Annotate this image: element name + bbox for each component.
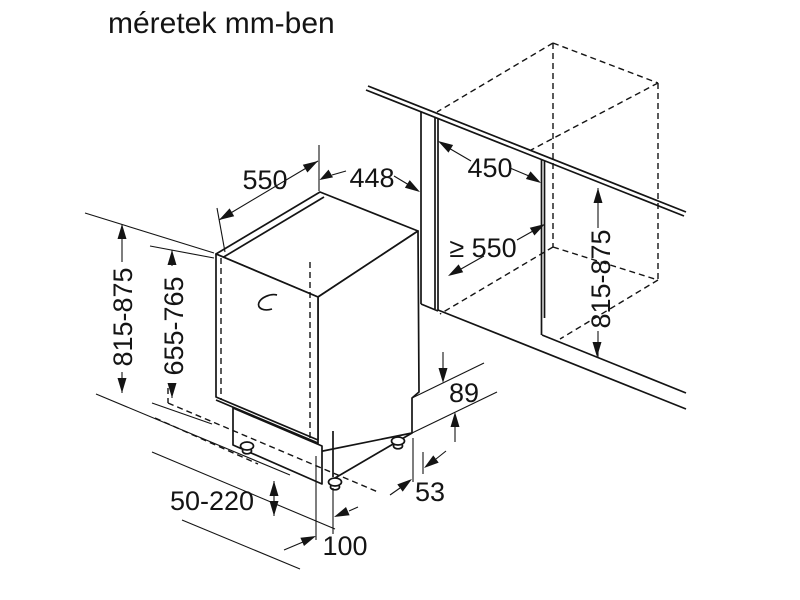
dim-label-niche-height: 815-875 (586, 229, 616, 328)
foot-front-right (327, 477, 343, 487)
niche-phantom-cube (436, 42, 659, 340)
arrowheads (117, 141, 603, 546)
plinth (232, 407, 323, 485)
dim-label-niche-width: 450 (467, 153, 512, 183)
dim-label-appliance-width: 448 (349, 163, 394, 193)
dim-label-front-foot-setback: 100 (322, 531, 367, 561)
dim-label-niche-depth: ≥ 550 (449, 233, 516, 263)
door-handle (257, 293, 278, 311)
dim-label-rear-foot-setback: 53 (415, 477, 445, 507)
dishwasher-body (154, 191, 420, 493)
right-cabinet (437, 160, 687, 410)
foot-rear (390, 436, 406, 446)
dim-label-door-panel-height: 655-765 (159, 276, 189, 375)
foot-front-left (239, 441, 255, 451)
extension-lines (84, 145, 498, 570)
dim-label-plinth-adjust-range: 50-220 (170, 486, 254, 516)
niche-side-wall (420, 112, 439, 312)
worktop (365, 85, 687, 217)
dim-label-appliance-height: 815-875 (108, 267, 138, 366)
dim-label-rear-base-height: 89 (449, 378, 479, 408)
drawing-title: méretek mm-ben (108, 7, 335, 40)
dim-label-appliance-depth: 550 (242, 165, 287, 195)
adjustable-feet (239, 436, 406, 491)
